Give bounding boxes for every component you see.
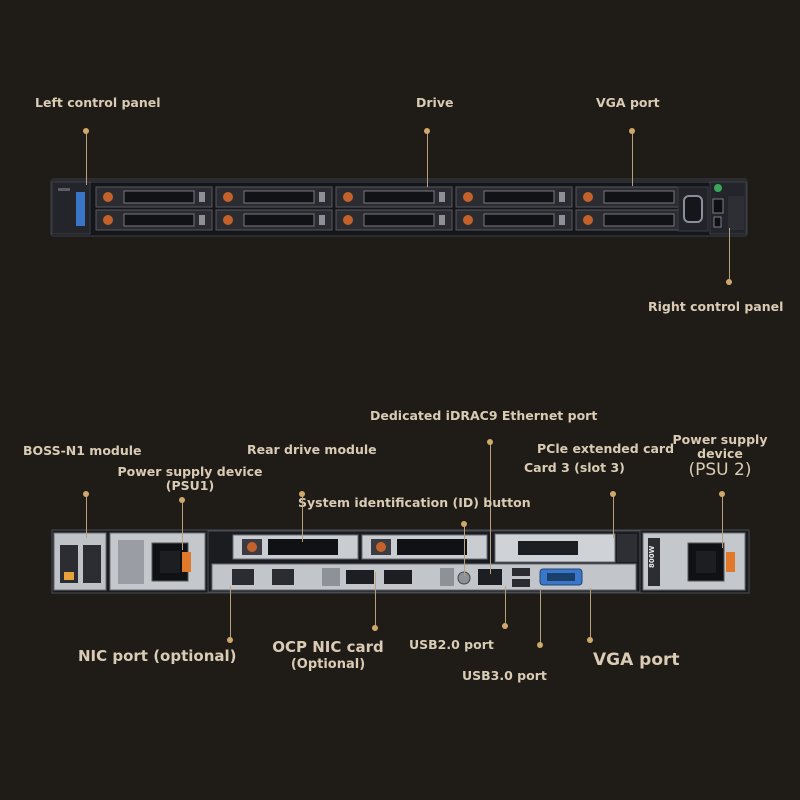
label-psu2-line2: device [697, 446, 743, 461]
label-rear-vga-port: VGA port [593, 650, 680, 670]
label-ocp-line2: (Optional) [290, 657, 366, 672]
label-ocp-line1: OCP NIC card [272, 638, 384, 656]
front-drive-bay [95, 186, 213, 208]
label-rear-drive-module: Rear drive module [247, 442, 377, 457]
label-psu2: Power supply device (PSU 2) [672, 432, 768, 480]
label-psu1-line2: (PSU1) [165, 478, 215, 493]
psu-wattage-text: 800W [648, 545, 656, 568]
label-usb3-port: USB3.0 port [462, 668, 547, 683]
front-drive-bay [575, 209, 693, 231]
label-front-vga-port: VGA port [596, 95, 660, 110]
label-psu2-line1: Power supply [672, 432, 768, 447]
label-system-id-button: System identification (ID) button [298, 495, 531, 510]
front-drive-bay [455, 209, 573, 231]
label-psu1: Power supply device (PSU1) [117, 465, 263, 493]
front-drive-bay [215, 186, 333, 208]
label-psu2-line3: (PSU 2) [688, 460, 752, 480]
label-drive: Drive [416, 95, 454, 110]
label-right-control-panel: Right control panel [648, 299, 784, 314]
label-nic-port: NIC port (optional) [78, 647, 237, 665]
front-drive-bay [455, 186, 573, 208]
label-pcie-card: PCle extended card [537, 441, 675, 456]
front-drive-bay [95, 209, 213, 231]
label-psu1-line1: Power supply device [117, 464, 263, 479]
label-idrac-port: Dedicated iDRAC9 Ethernet port [370, 408, 598, 423]
label-ocp-nic-card: OCP NIC card (Optional) [268, 638, 388, 674]
label-boss-n1: BOSS-N1 module [23, 443, 142, 458]
label-left-control-panel: Left control panel [35, 95, 161, 110]
label-card-slot: Card 3 (slot 3) [524, 460, 625, 475]
label-usb2-port: USB2.0 port [409, 637, 494, 652]
front-drive-bay [335, 209, 453, 231]
front-drive-bay [335, 186, 453, 208]
front-drive-bay [215, 209, 333, 231]
